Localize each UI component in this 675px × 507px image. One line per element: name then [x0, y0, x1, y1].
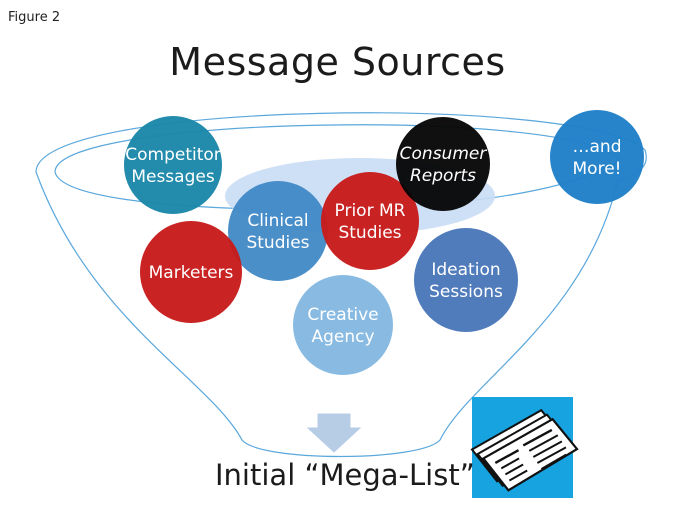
source-circles: CompetitorMessagesClinicalStudiesMarkete… — [124, 110, 644, 375]
source-circle-ideation — [414, 228, 518, 332]
source-label-competitor-1: Messages — [131, 167, 215, 187]
funnel-outer-outline — [35, 112, 647, 458]
source-label-consumer-0: Consumer — [400, 144, 488, 164]
source-circle-competitor — [124, 116, 222, 214]
mega-list-label: Initial “Mega-List” — [215, 458, 475, 492]
source-label-marketers-0: Marketers — [149, 263, 234, 283]
newspaper-icon — [470, 397, 579, 498]
source-label-clinical-0: Clinical — [247, 211, 308, 231]
figure-label: Figure 2 — [8, 10, 61, 25]
source-label-consumer-1: Reports — [410, 166, 476, 186]
source-label-clinical-1: Studies — [246, 233, 309, 253]
source-marketers: Marketers — [140, 221, 242, 323]
down-arrow-icon — [306, 413, 362, 453]
source-label-creative-0: Creative — [307, 305, 378, 325]
source-label-creative-1: Agency — [311, 327, 374, 347]
source-label-and-more-1: More! — [573, 159, 622, 179]
source-label-prior-mr-1: Studies — [338, 223, 401, 243]
source-label-and-more-0: …and — [573, 137, 622, 157]
diagram-title: Message Sources — [169, 40, 506, 84]
source-label-competitor-0: Competitor — [125, 145, 221, 165]
source-label-prior-mr-0: Prior MR — [335, 201, 406, 221]
source-circle-prior-mr — [321, 172, 419, 270]
source-label-ideation-0: Ideation — [431, 260, 500, 280]
source-circle-creative — [293, 275, 393, 375]
source-circle-and-more — [550, 110, 644, 204]
source-label-ideation-1: Sessions — [429, 282, 503, 302]
source-circle-consumer — [396, 117, 490, 211]
source-circle-clinical — [228, 181, 328, 281]
source-circle-marketers — [140, 221, 242, 323]
